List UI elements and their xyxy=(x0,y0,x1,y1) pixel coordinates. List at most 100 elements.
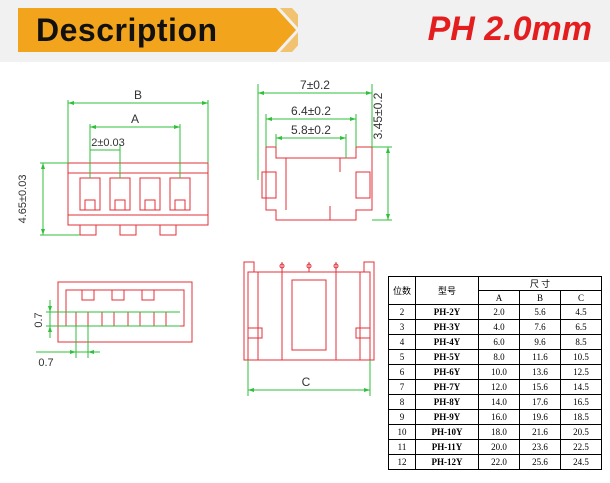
cell-positions: 9 xyxy=(388,409,416,425)
cell-c: 10.5 xyxy=(560,349,602,365)
col-b: B xyxy=(519,290,561,305)
dim-height-right-label: 3.45±0.2 xyxy=(371,92,385,139)
top-view xyxy=(243,261,375,361)
front-dimensions xyxy=(40,100,209,236)
cell-positions: 11 xyxy=(388,439,416,455)
table-header-row-1: 位数 型号 尺 寸 xyxy=(388,276,602,305)
cell-c: 6.5 xyxy=(560,319,602,335)
side-arrows xyxy=(258,91,390,220)
col-size: 尺 寸 xyxy=(478,276,602,291)
cell-model: PH-12Y xyxy=(415,454,479,470)
cell-a: 2.0 xyxy=(478,304,520,320)
dim-width-mid-label: 6.4±0.2 xyxy=(291,104,331,118)
cell-model: PH-3Y xyxy=(415,319,479,335)
cell-positions: 7 xyxy=(388,379,416,395)
cell-c: 12.5 xyxy=(560,364,602,380)
cell-a: 12.0 xyxy=(478,379,520,395)
col-model: 型号 xyxy=(415,276,479,305)
cell-positions: 4 xyxy=(388,334,416,350)
cell-positions: 5 xyxy=(388,349,416,365)
dim-b-label: B xyxy=(134,88,142,102)
cell-model: PH-11Y xyxy=(415,439,479,455)
dim-width-inner-label: 5.8±0.2 xyxy=(291,123,331,137)
dim-bottom-v-label: 0.7 xyxy=(33,312,45,327)
cell-positions: 10 xyxy=(388,424,416,440)
cell-b: 19.6 xyxy=(519,409,561,425)
cell-b: 11.6 xyxy=(519,349,561,365)
col-a: A xyxy=(478,290,520,305)
cell-a: 4.0 xyxy=(478,319,520,335)
product-title: PH 2.0mm xyxy=(427,10,592,48)
cell-a: 18.0 xyxy=(478,424,520,440)
bottom-arrows xyxy=(48,306,94,354)
cell-b: 25.6 xyxy=(519,454,561,470)
cell-model: PH-10Y xyxy=(415,424,479,440)
cell-c: 16.5 xyxy=(560,394,602,410)
cell-c: 4.5 xyxy=(560,304,602,320)
cell-b: 21.6 xyxy=(519,424,561,440)
table-header-row-2: A B C xyxy=(389,290,602,305)
cell-positions: 3 xyxy=(388,319,416,335)
cell-model: PH-9Y xyxy=(415,409,479,425)
cell-a: 14.0 xyxy=(478,394,520,410)
dim-width-outer-label: 7±0.2 xyxy=(300,78,330,92)
cell-model: PH-7Y xyxy=(415,379,479,395)
cell-a: 8.0 xyxy=(478,349,520,365)
cell-model: PH-6Y xyxy=(415,364,479,380)
cell-positions: 2 xyxy=(388,304,416,320)
top-arrows xyxy=(248,388,370,392)
dim-bottom-h-label: 0.7 xyxy=(38,357,53,369)
cell-b: 15.6 xyxy=(519,379,561,395)
cell-a: 10.0 xyxy=(478,364,520,380)
dim-height-side-label: 4.65±0.03 xyxy=(17,175,29,224)
cell-c: 18.5 xyxy=(560,409,602,425)
col-c: C xyxy=(560,290,602,305)
cell-a: 6.0 xyxy=(478,334,520,350)
cell-c: 22.5 xyxy=(560,439,602,455)
cell-positions: 6 xyxy=(388,364,416,380)
side-dimensions xyxy=(257,84,392,221)
cell-model: PH-8Y xyxy=(415,394,479,410)
col-positions: 位数 xyxy=(388,276,416,305)
cell-model: PH-4Y xyxy=(415,334,479,350)
cell-b: 23.6 xyxy=(519,439,561,455)
cell-model: PH-2Y xyxy=(415,304,479,320)
cell-b: 5.6 xyxy=(519,304,561,320)
cell-b: 17.6 xyxy=(519,394,561,410)
dim-a-label: A xyxy=(131,112,139,126)
cell-a: 20.0 xyxy=(478,439,520,455)
cell-b: 9.6 xyxy=(519,334,561,350)
cell-model: PH-5Y xyxy=(415,349,479,365)
front-view xyxy=(67,162,209,236)
cell-c: 20.5 xyxy=(560,424,602,440)
cell-positions: 8 xyxy=(388,394,416,410)
dim-c-label: C xyxy=(302,375,311,389)
cell-positions: 12 xyxy=(388,454,416,470)
dim-pitch-label: 2±0.03 xyxy=(91,137,125,149)
front-arrows xyxy=(41,101,208,235)
cell-b: 7.6 xyxy=(519,319,561,335)
cell-c: 24.5 xyxy=(560,454,602,470)
cell-c: 14.5 xyxy=(560,379,602,395)
connector-drawing: B A 2±0.03 4.65±0.03 7±0.2 6.4±0.2 5.8±0… xyxy=(17,78,392,396)
header-banner: Description PH 2.0mm xyxy=(0,0,610,62)
cell-b: 13.6 xyxy=(519,364,561,380)
side-view xyxy=(261,146,373,221)
cell-c: 8.5 xyxy=(560,334,602,350)
tag-shape xyxy=(18,8,298,52)
cell-a: 22.0 xyxy=(478,454,520,470)
page-title: Description xyxy=(36,12,218,48)
cell-a: 16.0 xyxy=(478,409,520,425)
